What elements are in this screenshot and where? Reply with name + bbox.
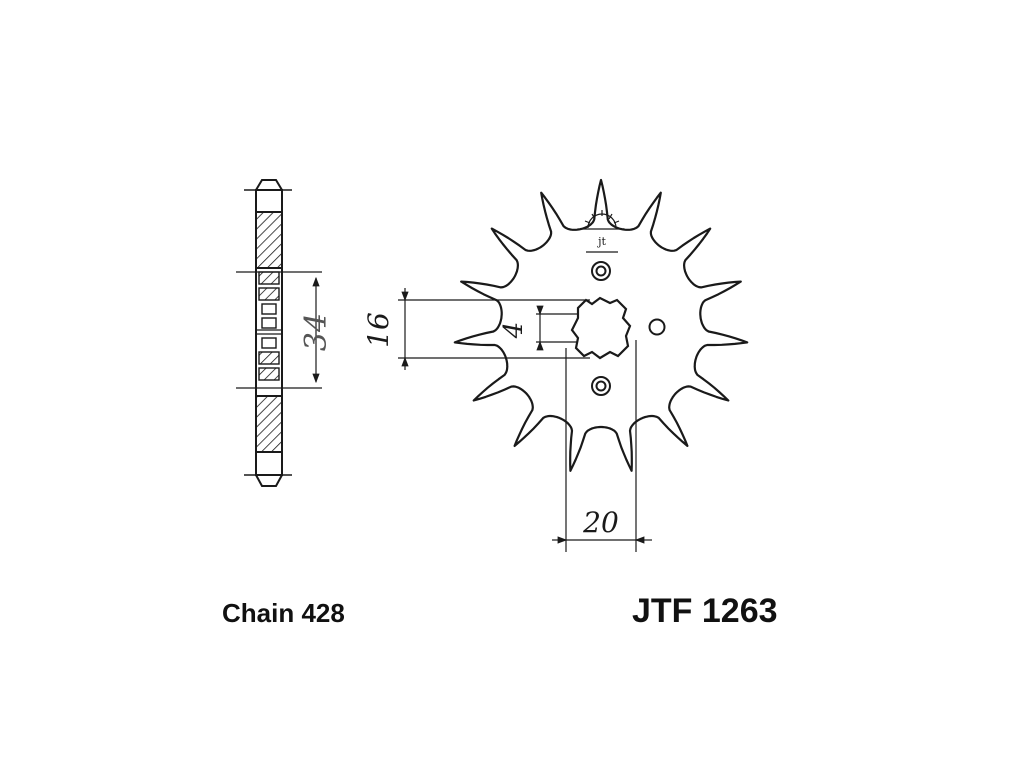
right-bolt-hole [648,318,666,336]
splined-bore [570,296,632,360]
logo-text: jt [596,235,606,248]
side-profile-view [236,179,322,487]
bore-dimension [398,288,590,370]
hub-width-dimension [552,340,652,552]
keyway-dimension [536,305,578,351]
upper-bolt-hole [591,261,611,281]
part-number-label: JTF 1263 [632,592,778,630]
hub-width-label: 20 [582,506,619,539]
bore-height-label: 16 [362,312,395,348]
jt-logo-icon [580,210,624,253]
lower-bolt-hole [591,376,611,396]
keyway-label: 4 [499,322,529,340]
side-height-label: 34 [299,313,334,351]
bolt-holes [591,261,666,396]
chain-label: Chain 428 [222,598,345,628]
